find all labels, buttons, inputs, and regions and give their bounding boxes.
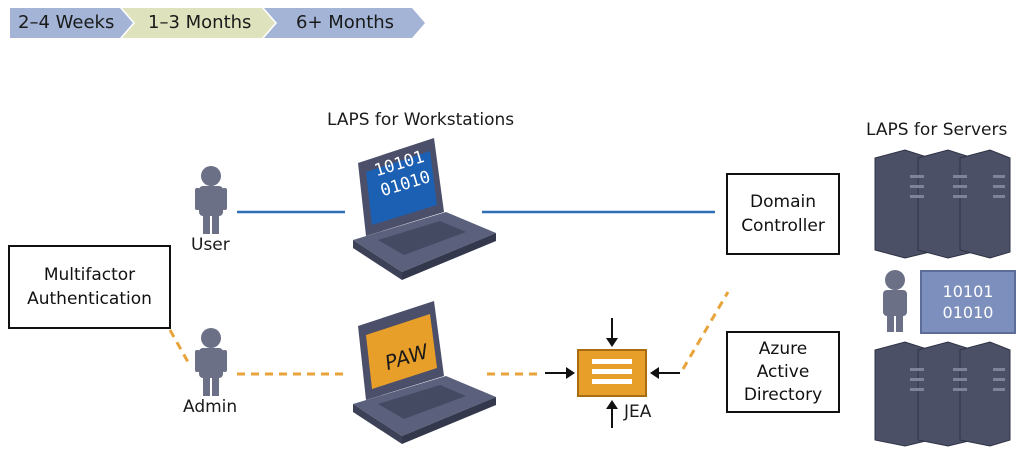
admin-person-icon: [195, 328, 227, 396]
server-person-icon: [883, 270, 907, 332]
workstation-laptop-icon: [353, 138, 496, 280]
jea-label: JEA: [624, 402, 652, 422]
mfa-to-admin-line: [168, 329, 190, 363]
server-rack-top-icon: [874, 149, 1011, 259]
laps-workstations-label: LAPS for Workstations: [327, 110, 515, 130]
azure-ad-box: Azure Active Directory: [726, 331, 840, 413]
domain-controller-box: Domain Controller: [726, 173, 840, 255]
server-vents-top: [910, 175, 1005, 198]
phase-chevron-2: [122, 8, 275, 38]
laps-servers-label: LAPS for Servers: [866, 120, 1008, 140]
server-rack-bottom-icon: [874, 341, 1011, 447]
server-binary-box: 10101 01010: [920, 270, 1016, 334]
admin-label: Admin: [183, 397, 238, 417]
paw-laptop-icon: [353, 301, 496, 444]
jea-icon: [577, 349, 647, 397]
user-person-icon: [195, 166, 227, 234]
phase-chevron-3: [264, 8, 425, 38]
mfa-box: Multifactor Authentication: [8, 245, 171, 329]
jea-arrows: [545, 318, 680, 428]
jea-to-aad-line: [681, 291, 730, 370]
phase-chevron-1: [10, 8, 133, 38]
server-vents-bottom: [910, 368, 1005, 391]
user-label: User: [191, 235, 230, 255]
